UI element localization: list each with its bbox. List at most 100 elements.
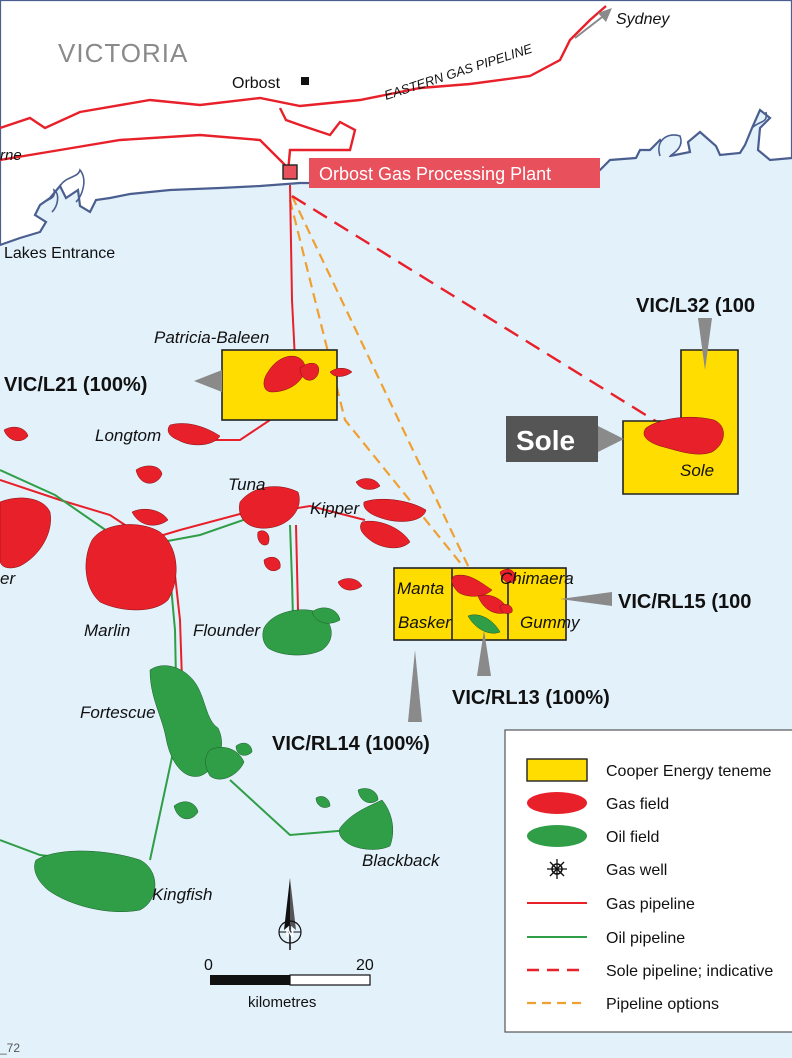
scale-unit: kilometres xyxy=(248,994,316,1011)
tenement-label-vic-l32: VIC/L32 (100 xyxy=(636,295,755,317)
north-arrow-icon: N xyxy=(278,878,302,950)
gas-field-chimaera xyxy=(451,574,493,597)
gas-fields xyxy=(0,356,724,634)
pointer-vic-rl13 xyxy=(477,630,491,676)
gas-field xyxy=(257,530,270,546)
oil-field xyxy=(235,742,253,756)
legend-symbol-gas-field xyxy=(527,792,587,814)
scale-end: 20 xyxy=(356,957,374,974)
oil-fields xyxy=(34,607,501,913)
pointer-vic-l32 xyxy=(698,318,712,370)
pointer-sole xyxy=(598,426,624,452)
gas-field-kipper xyxy=(363,498,427,522)
north-label: N xyxy=(286,926,295,940)
coast-inlet xyxy=(39,188,59,213)
oil-pipeline-flounder xyxy=(289,524,294,621)
gas-field xyxy=(135,465,163,484)
tenement-label-vic-rl13: VIC/RL13 (100%) xyxy=(452,687,610,709)
gas-field-longtom xyxy=(167,423,221,446)
gas-field xyxy=(355,478,381,490)
gas-field-tuna xyxy=(239,486,300,529)
gas-field xyxy=(499,604,513,614)
gas-field-patricia-baleen xyxy=(263,356,306,393)
arrow-to-sydney xyxy=(574,13,607,39)
plant-marker xyxy=(282,164,298,180)
label-patricia-baleen: Patricia-Baleen xyxy=(154,328,269,347)
legend-label: Oil field xyxy=(606,829,659,846)
legend: Cooper Energy teneme Gas field Oil field… xyxy=(504,729,792,1033)
gas-field-gummy xyxy=(499,569,517,583)
legend-label: Pipeline options xyxy=(606,996,719,1013)
pipeline-option xyxy=(288,199,471,576)
eastern-gas-pipeline xyxy=(0,5,607,130)
tenement-label-vic-rl15: VIC/RL15 (100 xyxy=(618,591,751,613)
town-marker-orbost xyxy=(301,77,309,85)
label-chimaera: Chimaera xyxy=(500,569,574,588)
coast-inlet xyxy=(59,168,85,203)
town-melbourne-partial: rne xyxy=(0,147,22,164)
scale-start: 0 xyxy=(204,957,213,974)
plant-label-box xyxy=(309,158,600,188)
gas-pipeline xyxy=(278,107,357,173)
legend-label: Sole pipeline; indicative xyxy=(606,963,773,980)
gas-well-icon xyxy=(547,859,567,879)
legend-label: Gas well xyxy=(606,862,667,879)
reference-code: _72 xyxy=(0,1041,20,1055)
coast-inlet xyxy=(751,111,768,129)
label-blackback: Blackback xyxy=(362,851,441,870)
oil-field-blackback xyxy=(339,799,393,850)
gas-field-sole xyxy=(643,416,724,455)
legend-label: Cooper Energy teneme xyxy=(606,763,772,780)
oil-pipeline-blackback xyxy=(229,779,351,837)
pointer-vic-l21 xyxy=(194,370,222,392)
oil-field xyxy=(357,788,379,803)
label-fortescue: Fortescue xyxy=(80,703,156,722)
pointer-vic-rl14 xyxy=(408,650,422,722)
oil-field-kingfish xyxy=(34,850,156,913)
legend-symbol-tenement xyxy=(526,758,588,782)
oil-field xyxy=(311,607,341,624)
label-sole: Sole xyxy=(680,461,714,480)
oil-pipeline xyxy=(0,469,121,541)
coast-inlet xyxy=(658,134,682,157)
scale-segment-dark xyxy=(210,975,290,985)
oil-field xyxy=(205,747,245,780)
gas-pipeline-fortescue xyxy=(174,574,183,681)
legend-symbol-oil-field xyxy=(527,825,587,847)
sole-callout-box xyxy=(506,416,598,462)
pointer-vic-rl15 xyxy=(560,592,612,606)
gas-field xyxy=(263,557,281,571)
gas-field-kipper-south xyxy=(360,520,411,549)
label-partial-field: er xyxy=(0,569,16,588)
legend-label: Gas field xyxy=(606,796,669,813)
gas-field-partial xyxy=(0,497,51,569)
label-kipper: Kipper xyxy=(310,499,360,518)
town-lakes-entrance: Lakes Entrance xyxy=(4,245,115,262)
label-manta: Manta xyxy=(397,579,444,598)
oil-field-flounder xyxy=(262,609,332,656)
label-basker: Basker xyxy=(398,613,452,632)
arrow-head-icon xyxy=(598,8,612,22)
region-label: VICTORIA xyxy=(58,38,188,68)
scale-segment-light xyxy=(289,974,371,986)
label-tuna: Tuna xyxy=(228,475,266,494)
tenement-label-vic-l21: VIC/L21 (100%) xyxy=(4,374,147,396)
tenement-label-vic-rl14: VIC/RL14 (100%) xyxy=(272,733,430,755)
oil-field xyxy=(315,796,331,808)
legend-label: Gas pipeline xyxy=(606,896,695,913)
gas-field-marlin xyxy=(85,524,177,611)
oil-field-basker xyxy=(467,614,501,634)
oil-field xyxy=(173,801,199,819)
label-marlin: Marlin xyxy=(84,621,130,640)
sole-callout-label: Sole xyxy=(516,425,575,456)
gas-pipeline-flounder xyxy=(295,524,299,611)
gas-field xyxy=(329,368,353,377)
town-sydney: Sydney xyxy=(616,11,670,28)
gas-field xyxy=(131,509,169,526)
town-orbost: Orbost xyxy=(232,75,281,92)
gas-pipeline xyxy=(0,133,286,166)
gas-field-baleen xyxy=(299,362,320,381)
legend-label: Oil pipeline xyxy=(606,930,685,947)
